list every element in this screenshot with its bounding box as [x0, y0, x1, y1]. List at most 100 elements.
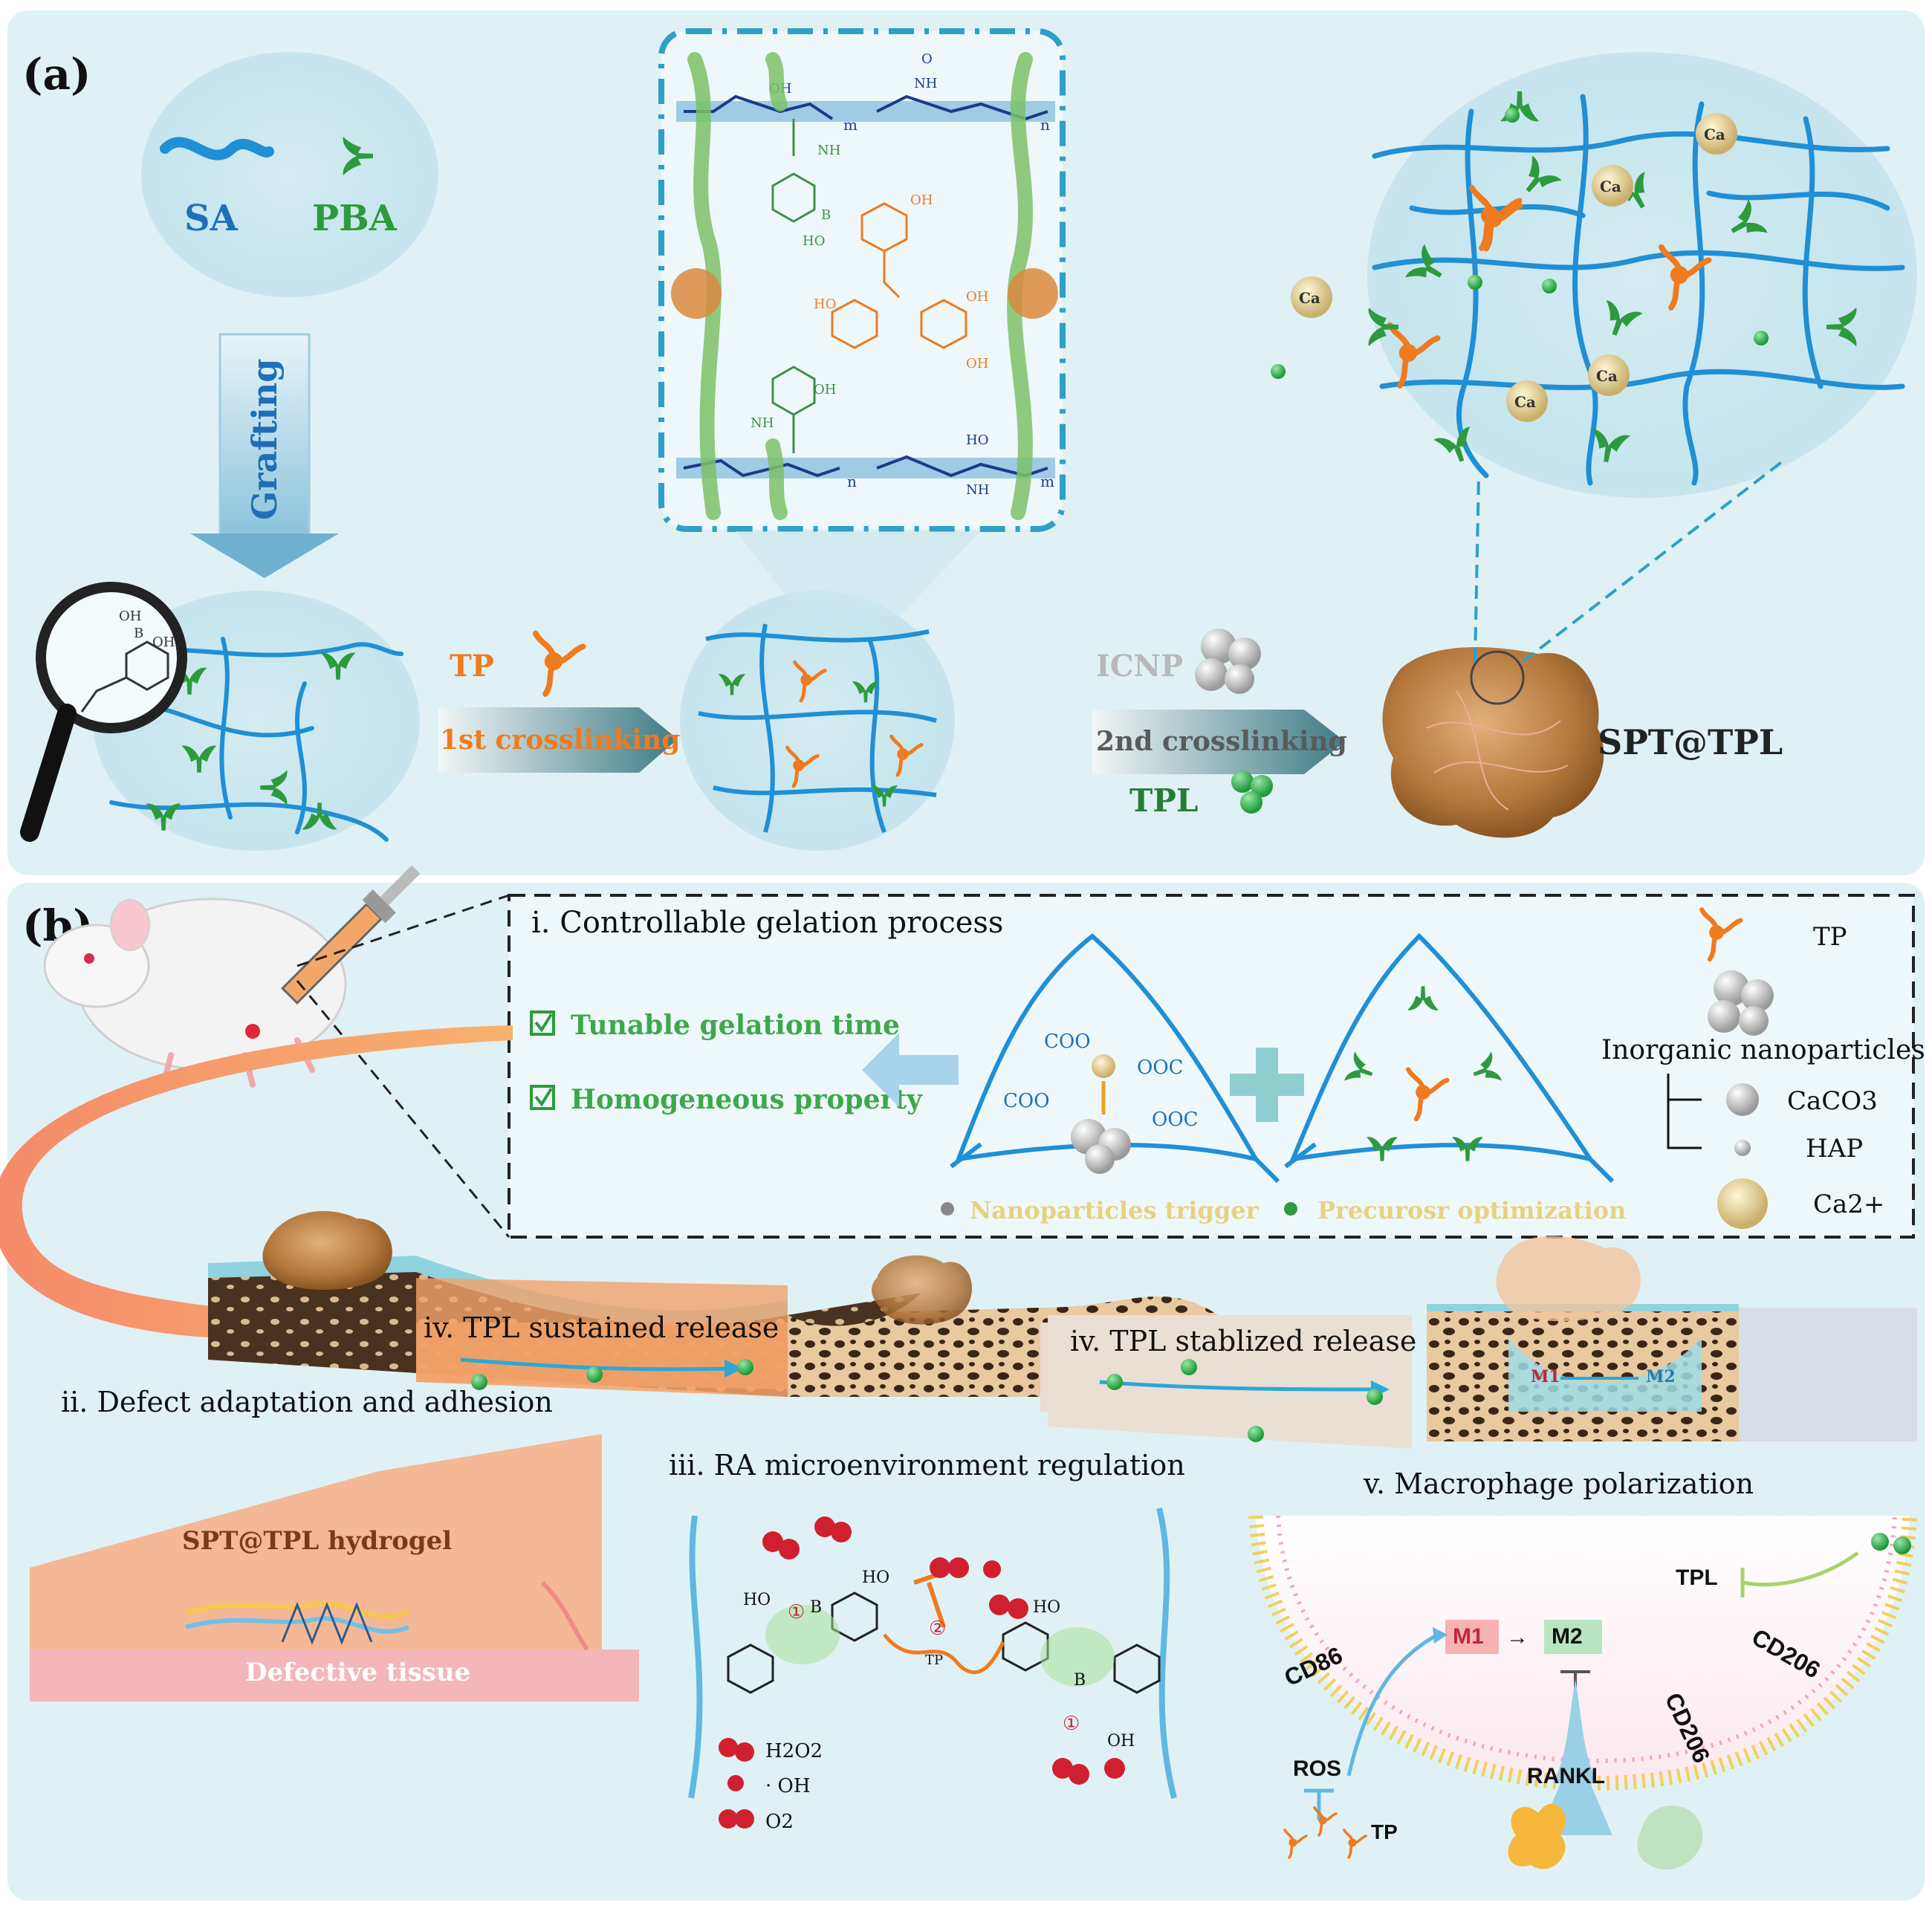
feature-homogeneous-text: Homogeneous property — [571, 1084, 923, 1115]
rankl-label: RANKL — [1527, 1764, 1605, 1788]
precursor-text: Precurosr optimization — [1317, 1196, 1626, 1224]
crosslinked-network-blob — [680, 591, 955, 851]
feature-homogeneous: Homogeneous property — [530, 1084, 923, 1115]
chem-nh-2: NH — [817, 143, 840, 158]
ros-ho-3: HO — [1033, 1598, 1060, 1617]
m1-label: M1 — [1453, 1624, 1484, 1649]
ca-ion-4: Ca — [1596, 367, 1618, 385]
hydrogel-fibers — [1426, 690, 1569, 811]
product-label: SPT@TPL — [1598, 722, 1783, 762]
ros-b-1: B — [810, 1598, 822, 1617]
ca-ion-5: Ca — [1514, 393, 1536, 411]
legend-o2: O2 — [765, 1811, 794, 1833]
legend-ca-icon — [1717, 1178, 1768, 1229]
legend-h2o2: H2O2 — [765, 1740, 823, 1762]
first-crosslinking-arrow: 1st crosslinking — [438, 707, 680, 773]
m1-m2-arrow: → — [1506, 1625, 1529, 1649]
step-iv-1-text: iv. TPL sustained release — [424, 1311, 779, 1344]
grafting-label: Grafting — [244, 359, 285, 520]
second-crosslinking-label: 2nd crosslinking — [1096, 726, 1347, 757]
chemistry-structure: OH NH O NH B HO OH HO OH OH OH NH HO NH … — [676, 51, 1055, 498]
zoomed-network-blob — [1367, 52, 1917, 498]
ros-ho-1: HO — [862, 1568, 889, 1587]
crosslink-node-left — [671, 268, 722, 319]
osteoclast-icon — [1508, 1803, 1566, 1869]
chem-oh-3: OH — [966, 289, 988, 305]
chem-ho-3: HO — [966, 432, 988, 448]
sa-chains-in-box — [687, 52, 1033, 520]
crosslinked-network-chains — [698, 623, 937, 834]
step-i-box — [508, 894, 1915, 1239]
step-v-title: v. Macrophage polarization — [1363, 1467, 1754, 1500]
m1-m2-mini: M1 M2 — [1531, 1367, 1676, 1386]
zoomed-ca-ions: Ca Ca Ca Ca Ca — [1291, 113, 1737, 422]
mini-m2: M2 — [1646, 1367, 1676, 1386]
network-ion-trigger: COO COO OOC OOC — [950, 933, 1280, 1184]
chem-nh-4: NH — [966, 482, 989, 498]
adhesion-illustration: SPT@TPL hydrogel Defective tissue — [30, 1434, 639, 1701]
ros-label: ROS — [1293, 1756, 1341, 1781]
tpl-label: TPL — [1129, 782, 1198, 819]
chem-m-1: m — [843, 116, 858, 134]
mouse-illustration — [43, 865, 421, 1088]
gel-on-defect-1 — [262, 1211, 392, 1291]
magnifier-icon: OH OH B — [20, 582, 187, 842]
step-iv-2-text: iv. TPL stablized release — [1070, 1325, 1416, 1357]
legend-tp: TP — [1813, 922, 1847, 952]
cell-icon — [1637, 1805, 1703, 1870]
precursor-optimization: Precurosr optimization — [1284, 1196, 1626, 1224]
chem-nh-1: NH — [914, 76, 937, 91]
ooc-2: OOC — [1152, 1109, 1199, 1131]
feature-tunable-text: Tunable gelation time — [571, 1010, 900, 1041]
chem-ho-2: HO — [814, 296, 836, 312]
first-crosslinking-label: 1st crosslinking — [440, 724, 680, 756]
release-band-1: iv. TPL sustained release — [416, 1278, 788, 1390]
legend-ca: Ca2+ — [1813, 1190, 1884, 1219]
route-ribbon — [0, 1025, 513, 1337]
network-precursor — [1284, 932, 1615, 1184]
grafting-arrow: Grafting — [190, 333, 339, 578]
legend-caco3-icon — [1726, 1083, 1759, 1116]
chem-nh-3: NH — [751, 415, 774, 431]
ca-ion-3: Ca — [1299, 289, 1320, 307]
defective-label: Defective tissue — [245, 1658, 470, 1687]
legend-hap-icon — [1734, 1140, 1751, 1156]
ooc-1: OOC — [1137, 1057, 1184, 1079]
zoomed-network-chains — [1372, 94, 1905, 486]
trigger-text: Nanoparticles trigger — [970, 1196, 1260, 1224]
legend-inorganic: Inorganic nanoparticles — [1601, 1035, 1925, 1065]
chem-m-2: m — [1040, 473, 1054, 490]
step-i-title: i. Controllable gelation process — [531, 906, 1003, 940]
coo-1: COO — [1044, 1031, 1091, 1053]
ros-regulation-illustration: TP HO HO B HO B OH ① ② ① H2O2 · OH O2 — [688, 1508, 1177, 1833]
ros-tp-label: TP — [925, 1652, 943, 1668]
hydrogel-label: SPT@TPL hydrogel — [182, 1526, 452, 1556]
chem-o-1: O — [921, 51, 933, 67]
ros-legend: H2O2 · OH O2 — [719, 1738, 823, 1833]
hydrogel-blob — [1382, 647, 1604, 838]
legend-sa: SA — [184, 198, 239, 239]
ros-ho-2: HO — [743, 1591, 771, 1609]
legend-np-icon — [1708, 970, 1774, 1036]
nanoparticles-trigger: Nanoparticles trigger — [941, 1196, 1260, 1224]
m2-label: M2 — [1552, 1624, 1583, 1649]
ros-circled-2: ② — [929, 1618, 946, 1640]
tp-cluster-label: TP — [1371, 1820, 1398, 1843]
feature-tunable: Tunable gelation time — [530, 1010, 900, 1041]
step-iii-title: iii. RA microenvironment regulation — [669, 1449, 1185, 1482]
plus-icon — [1230, 1048, 1304, 1122]
chem-b-1: B — [821, 207, 831, 223]
legend-b: TP Inorganic nanoparticles CaCO3 HAP Ca2… — [1601, 909, 1925, 1229]
magnifier-oh-2: OH — [152, 635, 175, 650]
left-arrow-icon — [862, 1033, 959, 1107]
coo-2: COO — [1003, 1090, 1050, 1112]
macrophage-illustration: M1 → M2 CD86 CD206 CD206 TPL ROS RANKL — [1248, 1515, 1917, 1870]
second-crosslinking-arrow: 2nd crosslinking — [1092, 710, 1347, 774]
gel-on-defect-2 — [872, 1255, 973, 1325]
crosslink-node-right — [1008, 268, 1058, 319]
mini-m1: M1 — [1531, 1367, 1560, 1386]
legend-hap: HAP — [1806, 1134, 1863, 1164]
release-band-2: iv. TPL stablized release — [1048, 1315, 1416, 1449]
ca-ion-1: Ca — [1704, 126, 1725, 143]
